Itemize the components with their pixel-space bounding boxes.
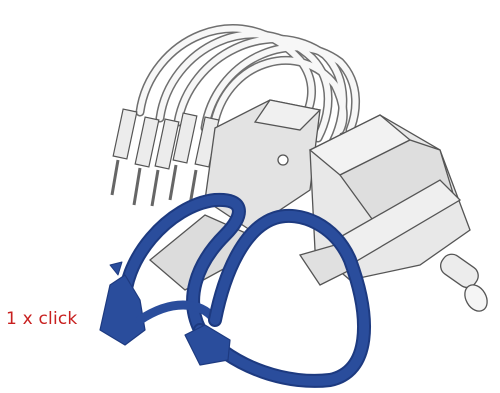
potentiometer: [300, 115, 492, 315]
click-count-annotation: 1 x click: [6, 309, 77, 329]
